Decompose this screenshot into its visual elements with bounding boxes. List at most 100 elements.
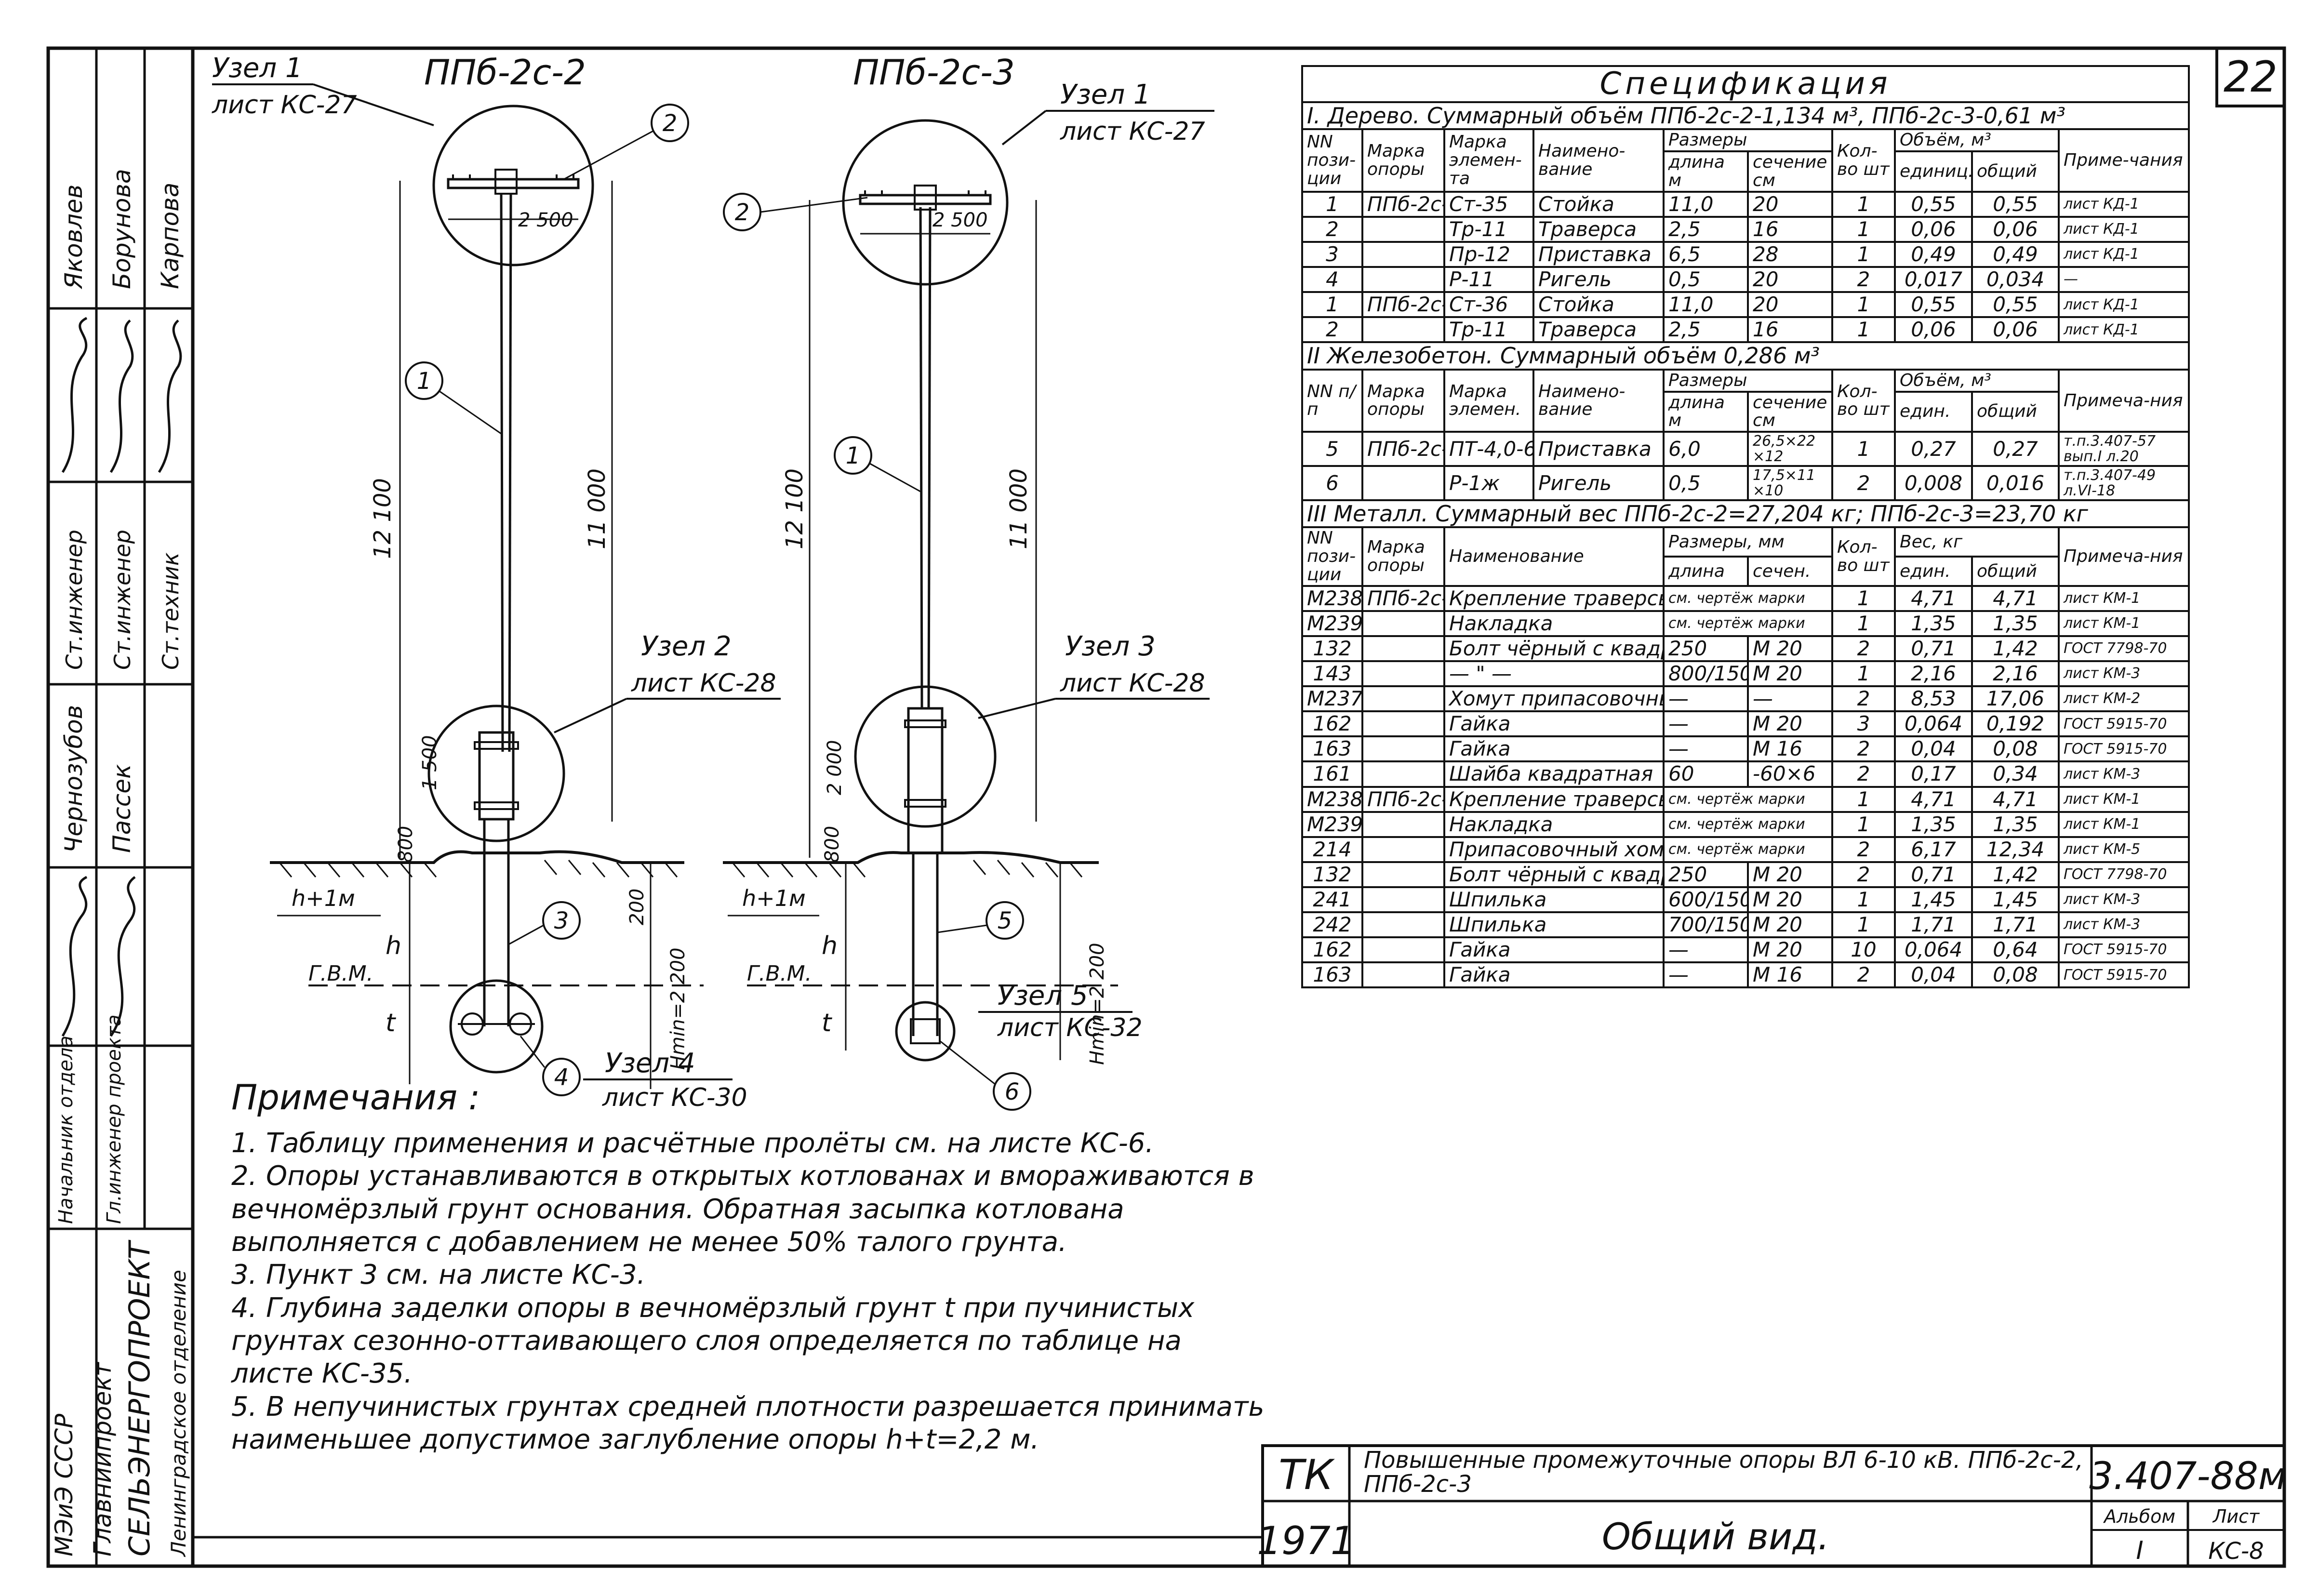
metal-cell-total: 4,71 [1971,785,2060,813]
specification-table: Спецификация I. Дерево. Суммарный объём … [1301,65,2190,989]
metal-cell-total: 1,42 [1971,635,2060,663]
metal-cell-pole [1361,961,1445,989]
metal-col-note: Примеча-ния [2057,526,2190,587]
concrete-col-total: общий [1971,390,2060,433]
wood-cell-len: 2,5 [1663,316,1749,344]
note-number: 4. [231,1292,257,1324]
wood-cell-mark: Р-11 [1443,266,1534,293]
title-sub: Общий вид. [1602,1515,1829,1558]
wood-cell-note: лист КД-1 [2057,291,2190,319]
wood-cell-note: лист КД-1 [2057,215,2190,243]
pole-2-title: ППб-2с-3 [853,52,1015,93]
pole-2-callout-2: 2 [735,199,750,226]
stamp-role-2: Ст.инженер [109,530,135,670]
metal-cell-note: ГОСТ 5915-70 [2057,710,2190,738]
metal-cell-qty: 2 [1831,836,1896,863]
concrete-col-note: Примеча-ния [2057,368,2190,433]
wood-cell-sec: 20 [1747,190,1833,218]
metal-cell-pos: М238 [1301,585,1363,612]
metal-cell-total: 4,71 [1971,585,2060,612]
metal-cell-note: лист КМ-2 [2057,685,2190,713]
pole-drawing-1: ППб-2с-2 Узел 1 лист КС-27 2 500 2 1 12 … [212,52,781,1112]
metal-cell-note: ГОСТ 5915-70 [2057,936,2190,964]
stamp-chief-2: Пассек [108,764,136,853]
spec-wood-heading: I. Дерево. Суммарный объём ППб-2с-2-1,13… [1301,101,2190,131]
metal-cell-pos: М237 [1301,685,1363,713]
wood-cell-pos: 3 [1301,241,1363,268]
title-sheet: КС-8 [2208,1538,2264,1565]
wood-cell-mark: Ст-36 [1443,291,1534,319]
note-text: Пункт 3 см. на листе КС-3. [266,1259,646,1291]
metal-col-pole: Марка опоры [1361,526,1445,587]
metal-cell-pole [1361,710,1445,738]
pole-2-gwl: Г.В.М. [747,961,812,986]
metal-cell-pos: М239 [1301,811,1363,838]
wood-col-qty: Кол-во шт [1831,128,1896,193]
note-item: 1.Таблицу применения и расчётные пролёты… [231,1127,1267,1160]
metal-cell-name: Гайка [1443,735,1665,763]
metal-cell-qty: 2 [1831,861,1896,888]
note-number: 3. [231,1259,257,1291]
metal-cell-name: Гайка [1443,961,1665,989]
title-sheet-label: Лист [2212,1506,2260,1527]
concrete-cell-pole: ППб-2с-3 [1361,431,1445,467]
wood-cell-total: 0,55 [1971,190,2060,218]
metal-cell-pole [1361,760,1445,788]
spec-metal-heading: III Металл. Суммарный вес ППб-2с-2=27,20… [1301,499,2190,529]
stamp-org-3: СЕЛЬЭНЕРГОПРОЕКТ [123,1239,157,1556]
pole-2-node-top-sheet: лист КС-27 [1060,117,1205,146]
wood-cell-mark: Пр-12 [1443,241,1534,268]
crossarm-1 [447,178,580,189]
pole-1-node-top-name: Узел 1 [212,53,303,84]
wood-cell-mark: Тр-11 [1443,215,1534,243]
metal-col-weight: Вес, кг [1894,526,2060,558]
metal-cell-pos: 214 [1301,836,1363,863]
pole-1-title: ППб-2с-2 [424,52,586,93]
concrete-cell-pos: 5 [1301,431,1363,467]
concrete-cell-sec: 17,5×11 ×10 [1747,465,1833,502]
wood-cell-qty: 2 [1831,266,1896,293]
stamp-chief-1: Чернозубов [60,705,88,853]
metal-cell-name: Накладка [1443,811,1665,838]
metal-cell-sec: М 16 [1747,735,1833,763]
metal-col-len: длина [1663,556,1749,587]
metal-cell-pole [1361,735,1445,763]
metal-cell-pole [1361,861,1445,888]
metal-cell-qty: 2 [1831,685,1896,713]
metal-col-unit: един. [1894,556,1973,587]
wood-col-total: общий [1971,150,2060,193]
metal-cell-unit: 8,53 [1894,685,1973,713]
concrete-col-mark: Марка элемен. [1443,368,1534,433]
concrete-cell-unit: 0,008 [1894,465,1973,502]
wood-cell-pos: 2 [1301,316,1363,344]
wood-cell-pole [1361,241,1445,268]
wood-col-note: Приме-чания [2057,128,2190,193]
pole-2-dim-hmin: Hmin=2 200 [1086,943,1108,1065]
pole-drawing-2: ППб-2с-3 Узел 1 лист КС-27 2 500 2 1 12 … [723,52,1214,1111]
metal-cell-note: ГОСТ 7798-70 [2057,635,2190,663]
metal-cell-len: 800/150 [1663,660,1749,688]
wood-col-sec: сечение см [1747,150,1833,193]
metal-cell-unit: 1,45 [1894,886,1973,914]
wood-cell-pole: ППб-2с-2 [1361,190,1445,218]
wood-col-pos: NN пози-ции [1301,128,1363,193]
wood-cell-pos: 2 [1301,215,1363,243]
notes-block: Примечания : 1.Таблицу применения и расч… [231,1077,1267,1456]
concrete-cell-name: Приставка [1532,431,1665,467]
wood-cell-name: Траверса [1532,215,1665,243]
pole-2-node-bot-sheet: лист КС-32 [997,1013,1143,1042]
metal-cell-unit: 0,04 [1894,961,1973,989]
metal-cell-total: 0,08 [1971,961,2060,989]
wood-cell-mark: Тр-11 [1443,316,1534,344]
metal-cell-len: 60 [1663,760,1749,788]
metal-cell-unit: 1,35 [1894,811,1973,838]
metal-cell-pos: 162 [1301,710,1363,738]
concrete-cell-mark: Р-1ж [1443,465,1534,502]
wood-cell-sec: 28 [1747,241,1833,268]
